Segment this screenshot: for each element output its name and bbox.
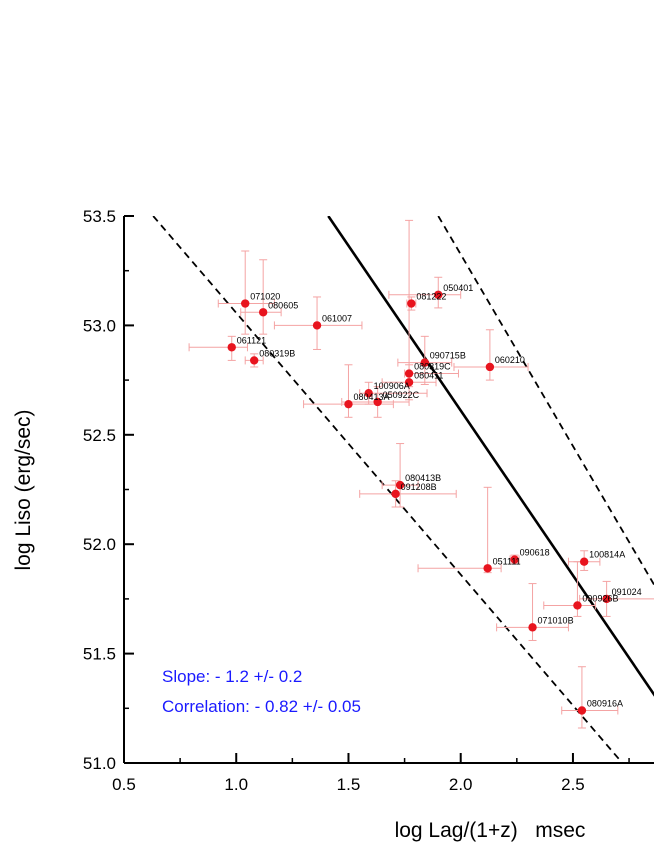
data-point [249, 356, 259, 365]
data-point [227, 343, 236, 352]
point-label: 081222 [416, 292, 446, 302]
point-label: 061007 [322, 313, 352, 323]
axis-ticks: 0.5 1.0 1.5 2.0 2.5 51.0 51.5 52.0 52.5 53.0 53.5 [83, 207, 630, 794]
y-axis-title: log Liso (erg/sec) [12, 409, 35, 570]
data-point [407, 299, 416, 308]
point-label: 080411 [414, 370, 443, 380]
data-points [227, 290, 611, 715]
point-label: 080319B [259, 348, 295, 358]
y-tick-label: 52.0 [83, 535, 116, 554]
data-point [404, 378, 414, 387]
x-tick-label: 1.0 [224, 775, 248, 794]
data-point [404, 369, 414, 378]
fit-lines [152, 216, 654, 763]
point-label: 100906A [374, 381, 410, 391]
data-point [395, 480, 405, 490]
point-label: 100814A [589, 550, 625, 560]
point-label: 071020 [250, 292, 280, 302]
y-tick-label: 52.5 [83, 426, 116, 445]
x-tick-label: 2.5 [561, 775, 585, 794]
error-bar [561, 666, 619, 729]
data-point [241, 299, 250, 308]
data-point [258, 308, 268, 317]
point-label: 051111 [493, 556, 521, 566]
x-tick-label: 1.5 [337, 775, 361, 794]
data-point [577, 706, 587, 715]
point-label: 090926B [582, 593, 618, 603]
slope-annotation: Slope: - 1.2 +/- 0.2 [162, 667, 302, 686]
dispersion-line-1 [152, 216, 624, 763]
data-point [312, 321, 322, 330]
error-bar [417, 486, 502, 574]
point-label: 091024 [612, 587, 642, 597]
point-label: 091208B [401, 482, 437, 492]
data-point [602, 594, 611, 604]
point-label: 080319C [414, 362, 451, 372]
x-tick-label: 2.0 [449, 775, 473, 794]
data-point [510, 555, 519, 564]
point-label: 080605 [268, 300, 298, 310]
point-label: 061121 [237, 335, 266, 345]
data-point [573, 601, 582, 610]
point-label: 080413A [353, 392, 389, 402]
correlation-annotation: Correlation: - 0.82 +/- 0.05 [162, 697, 361, 716]
point-label: 050922C [383, 390, 420, 400]
x-axis-title: log Lag/(1+z) msec [395, 819, 586, 842]
point-label: 080916A [587, 698, 623, 708]
data-point [373, 397, 382, 407]
data-point [364, 389, 373, 398]
data-point [344, 399, 353, 409]
x-tick-label: 0.5 [112, 775, 136, 794]
data-point [434, 290, 443, 299]
dispersion-line-2 [437, 216, 654, 587]
y-tick-label: 53.5 [83, 207, 116, 226]
y-tick-label: 53.0 [83, 316, 116, 335]
regression-line [327, 216, 654, 697]
point-label: 090618 [520, 548, 550, 558]
error-bar [496, 583, 569, 641]
data-point [528, 623, 537, 632]
point-label: 050401 [443, 283, 473, 293]
y-tick-label: 51.0 [83, 754, 116, 773]
y-tick-label: 51.5 [83, 645, 116, 664]
point-label: 080413B [405, 473, 441, 483]
data-point [485, 362, 495, 372]
data-point [391, 489, 400, 499]
data-point [483, 564, 492, 573]
point-label: 071010B [538, 615, 574, 625]
data-point [420, 358, 429, 367]
point-label: 090715B [430, 351, 466, 361]
point-label: 060210 [495, 355, 525, 365]
data-point [579, 557, 589, 566]
